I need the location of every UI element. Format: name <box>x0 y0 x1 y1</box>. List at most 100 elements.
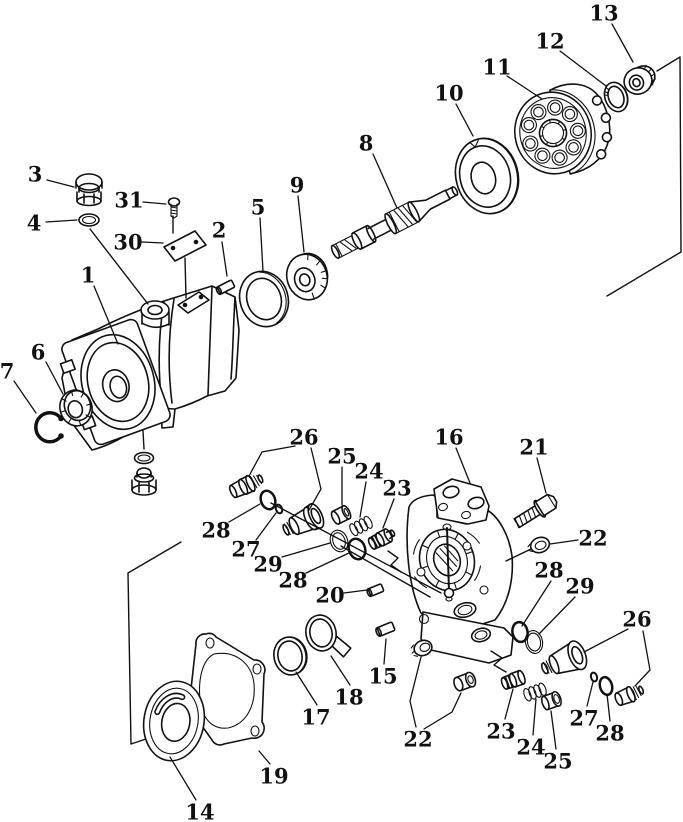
part-plug-3-top <box>75 173 103 207</box>
reference-line <box>340 545 431 598</box>
callout-label-7: 7 <box>0 359 14 384</box>
callout-23-top: 23 <box>382 476 412 529</box>
reference-line <box>270 502 442 594</box>
part-oring-4-bottom <box>133 451 155 465</box>
callout-label-26-bottom: 26 <box>622 607 651 632</box>
callout-29-right: 29 <box>538 574 595 635</box>
callout-label-16: 16 <box>434 425 463 450</box>
callout-label-12: 12 <box>535 29 564 54</box>
callout-label-31: 31 <box>114 188 143 213</box>
callout-label-23-bottom: 23 <box>486 719 515 744</box>
leader-line <box>455 103 474 137</box>
part-disc-10 <box>454 137 520 215</box>
callout-1: 1 <box>81 263 119 345</box>
callout-14: 14 <box>169 756 215 822</box>
leader-line <box>506 75 543 100</box>
callout-label-8: 8 <box>359 131 374 156</box>
part-bearing-9 <box>285 252 329 301</box>
callout-label-20: 20 <box>315 583 344 608</box>
callout-label-23-top: 23 <box>382 476 411 501</box>
reference-line <box>142 430 145 450</box>
callout-label-19: 19 <box>259 764 288 789</box>
part-spring-24-top <box>349 515 373 537</box>
callout-28-bottom: 28 <box>595 693 625 746</box>
part-plug-22-right <box>527 536 551 554</box>
part-valve-23-bottom <box>500 669 526 690</box>
callout-label-24-top: 24 <box>354 459 383 484</box>
leader-line <box>549 539 579 545</box>
reference-lines <box>89 215 532 673</box>
reference-line <box>387 550 402 573</box>
leader-line <box>409 656 422 728</box>
leader-line <box>359 481 367 518</box>
callout-label-27-mid: 27 <box>231 537 260 562</box>
reference-line <box>490 650 507 673</box>
part-oring-28-bottom <box>598 675 614 697</box>
part-oring-29-right <box>524 630 544 654</box>
callout-21: 21 <box>519 435 549 494</box>
callout-19: 19 <box>258 750 289 789</box>
leader-line <box>455 447 471 484</box>
leader-line <box>559 50 607 87</box>
part-bolt-21 <box>513 493 558 529</box>
callout-label-28-bottom: 28 <box>595 721 624 746</box>
callout-24-bottom: 24 <box>516 698 546 760</box>
leader-line <box>372 153 398 209</box>
callout-label-28-right: 28 <box>534 558 563 583</box>
callout-8: 8 <box>359 131 398 209</box>
part-front-case <box>59 285 240 451</box>
part-cap-25-bottom <box>540 690 562 711</box>
callout-label-18: 18 <box>334 685 363 710</box>
leader-line <box>606 693 611 722</box>
callout-27-bottom: 27 <box>569 681 599 731</box>
callouts: 1234567891011121314151617181920212222232… <box>0 1 652 822</box>
callout-26-top: 26 <box>248 425 322 511</box>
callout-9: 9 <box>290 173 305 253</box>
leader-line <box>583 628 629 653</box>
part-valve-23-top <box>367 528 396 550</box>
leader-line <box>504 688 514 720</box>
callout-label-9: 9 <box>290 173 305 198</box>
leader-line <box>228 503 261 523</box>
part-bushing-17 <box>273 636 308 676</box>
callout-28-right: 28 <box>521 558 564 627</box>
part-oring-28-right <box>511 620 529 644</box>
callout-4-top: 4 <box>27 211 78 236</box>
leader-line <box>521 580 552 627</box>
part-bearing-13 <box>623 64 656 95</box>
part-pin-20 <box>366 583 385 598</box>
leader-line <box>538 596 576 635</box>
callout-label-25-top: 25 <box>327 444 356 469</box>
parts-artwork <box>34 64 656 762</box>
callout-22-right: 22 <box>549 526 608 551</box>
part-end-cover <box>406 478 514 664</box>
callout-label-28-mid2: 28 <box>278 568 307 593</box>
section-boundaries <box>127 56 682 745</box>
callout-label-24-bottom: 24 <box>516 735 545 760</box>
callout-27-mid: 27 <box>231 512 277 562</box>
part-plug-22-block <box>410 639 433 657</box>
part-fitting-26b <box>282 503 325 536</box>
part-cap-25-top <box>330 504 352 525</box>
callout-11: 11 <box>482 55 543 100</box>
leader-line <box>281 542 331 558</box>
callout-25-top: 25 <box>327 444 357 506</box>
callout-17: 17 <box>295 671 331 730</box>
callout-label-2: 2 <box>212 218 227 243</box>
leader-line <box>634 630 651 687</box>
callout-5: 5 <box>251 195 266 272</box>
leader-line <box>93 285 119 345</box>
part-seal-18 <box>305 614 352 658</box>
callout-20: 20 <box>315 583 368 608</box>
part-oring-29-mid <box>329 529 349 553</box>
callout-25-bottom: 25 <box>543 710 573 774</box>
callout-24-top: 24 <box>354 459 384 518</box>
part-drive-shaft <box>330 186 459 260</box>
callout-label-5: 5 <box>251 195 266 220</box>
leader-line <box>536 457 547 494</box>
callout-6: 6 <box>31 340 64 395</box>
part-plate-30 <box>163 230 207 262</box>
callout-label-14: 14 <box>185 800 214 822</box>
